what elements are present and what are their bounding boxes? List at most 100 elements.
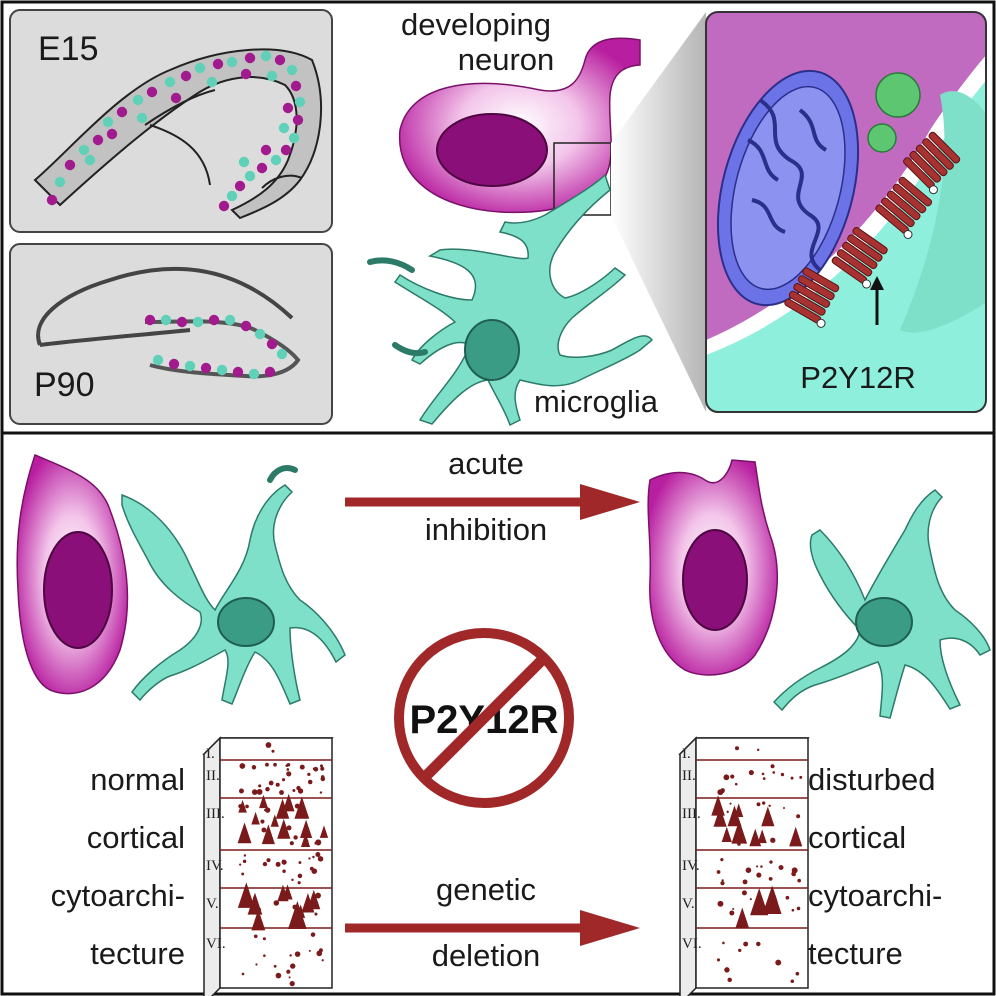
cell-dot bbox=[200, 362, 212, 374]
e15-cell-dots bbox=[46, 50, 306, 212]
normal-label-line4: tecture bbox=[90, 936, 185, 971]
cell-dot bbox=[132, 94, 144, 106]
genetic-label-line1: genetic bbox=[436, 872, 536, 907]
layer-label: V. bbox=[206, 896, 219, 912]
cell-dot bbox=[92, 134, 104, 146]
disturbed-label-line2: cortical bbox=[808, 820, 906, 855]
bottom-right-microglia bbox=[772, 489, 991, 719]
p2y12r-receptor bbox=[831, 227, 888, 289]
cell-dot bbox=[116, 106, 128, 118]
cell-dot bbox=[194, 62, 206, 74]
disturbed-label-line4: tecture bbox=[808, 936, 903, 971]
zoom-wedge bbox=[611, 12, 706, 412]
cell-dot bbox=[184, 360, 196, 372]
disturbed-label-line3: cytoarchi- bbox=[808, 878, 942, 913]
cell-dot bbox=[232, 366, 244, 378]
layer-label: I. bbox=[682, 746, 691, 762]
cell-dot bbox=[226, 56, 238, 68]
cell-dot bbox=[84, 154, 96, 166]
cell-dot bbox=[206, 76, 218, 88]
cell-dot bbox=[288, 132, 300, 144]
neuron-label-line2: neuron bbox=[458, 42, 555, 77]
p90-label: P90 bbox=[34, 366, 95, 404]
cell-dot bbox=[266, 338, 278, 350]
layer-label: I. bbox=[206, 746, 215, 762]
cell-dot bbox=[294, 96, 306, 108]
layer-label: V. bbox=[682, 896, 695, 912]
disturbed-cortex-column: I.II.III.IV.V.VI. bbox=[678, 736, 810, 996]
receptor-label: P2Y12R bbox=[800, 360, 915, 395]
layer-label: III. bbox=[682, 806, 701, 822]
cell-dot bbox=[216, 364, 228, 376]
p2y12r-receptor bbox=[903, 131, 961, 195]
cell-dot bbox=[106, 128, 118, 140]
cell-dot bbox=[146, 86, 158, 98]
cell-dot bbox=[244, 170, 256, 182]
developing-neuron: developing neuron bbox=[398, 7, 641, 216]
cell-dot bbox=[152, 354, 164, 366]
cell-dot bbox=[280, 144, 292, 156]
cell-dot bbox=[290, 80, 302, 92]
layer-label: IV. bbox=[206, 858, 224, 874]
cell-dot bbox=[192, 316, 204, 328]
p2y12r-receptor bbox=[875, 176, 933, 239]
cell-dot bbox=[226, 190, 238, 202]
cell-dot bbox=[224, 314, 236, 326]
synapse-zoom-panel: P2Y12R bbox=[705, 11, 987, 413]
cell-dot bbox=[274, 54, 286, 66]
acute-label-line1: acute bbox=[448, 446, 524, 481]
vesicle bbox=[875, 72, 921, 118]
normal-label-line1: normal bbox=[90, 762, 185, 797]
normal-cytoarchitecture-label: normal cortical cytoarchi- tecture bbox=[51, 762, 185, 971]
cell-dot bbox=[180, 70, 192, 82]
cell-dot bbox=[244, 52, 256, 64]
bottom-right-neuron bbox=[647, 459, 778, 676]
cell-dot bbox=[240, 320, 252, 332]
microglia-cell: microglia bbox=[367, 173, 659, 427]
bottom-left-microglia bbox=[121, 465, 346, 705]
normal-label-line2: cortical bbox=[87, 820, 185, 855]
genetic-label-line2: deletion bbox=[432, 938, 541, 973]
microglia-label: microglia bbox=[534, 384, 659, 419]
p90-panel: P90 bbox=[9, 243, 333, 425]
cell-dot bbox=[292, 114, 304, 126]
cell-dot bbox=[168, 358, 180, 370]
layer-label: VI. bbox=[206, 936, 226, 952]
cell-dot bbox=[164, 76, 176, 88]
cell-dot bbox=[248, 368, 260, 380]
cell-dot bbox=[282, 102, 294, 114]
disturbed-label-line1: disturbed bbox=[808, 762, 936, 797]
cell-dot bbox=[176, 316, 188, 328]
e15-panel: E15 bbox=[9, 9, 333, 233]
genetic-deletion-arrow: genetic deletion bbox=[345, 872, 640, 973]
cell-dot bbox=[254, 328, 266, 340]
cell-dot bbox=[78, 144, 90, 156]
cell-dot bbox=[266, 70, 278, 82]
cell-dot bbox=[270, 154, 282, 166]
cell-dot bbox=[102, 116, 114, 128]
cell-dot bbox=[260, 144, 272, 156]
normal-label-line3: cytoarchi- bbox=[51, 878, 185, 913]
vesicle bbox=[867, 123, 897, 153]
layer-label: III. bbox=[206, 806, 225, 822]
bottom-left-neuron bbox=[16, 453, 129, 695]
neuron-label-line1: developing bbox=[401, 7, 551, 42]
layer-label: IV. bbox=[682, 858, 700, 874]
cell-dot bbox=[256, 162, 268, 174]
cell-dot bbox=[240, 68, 252, 80]
acute-label-line2: inhibition bbox=[425, 512, 547, 547]
p90-cell-dots bbox=[144, 314, 288, 380]
acute-inhibition-arrow: acute inhibition bbox=[345, 446, 640, 547]
prohibited-p2y12r-sign: P2Y12R bbox=[394, 628, 574, 808]
cell-dot bbox=[46, 194, 58, 206]
cell-dot bbox=[208, 314, 220, 326]
cell-dot bbox=[160, 314, 172, 326]
cell-dot bbox=[144, 314, 156, 326]
layer-label: II. bbox=[682, 768, 696, 784]
cell-dot bbox=[234, 180, 246, 192]
disturbed-cytoarchitecture-label: disturbed cortical cytoarchi- tecture bbox=[808, 762, 942, 971]
cell-dot bbox=[286, 64, 298, 76]
layer-label: II. bbox=[206, 768, 220, 784]
